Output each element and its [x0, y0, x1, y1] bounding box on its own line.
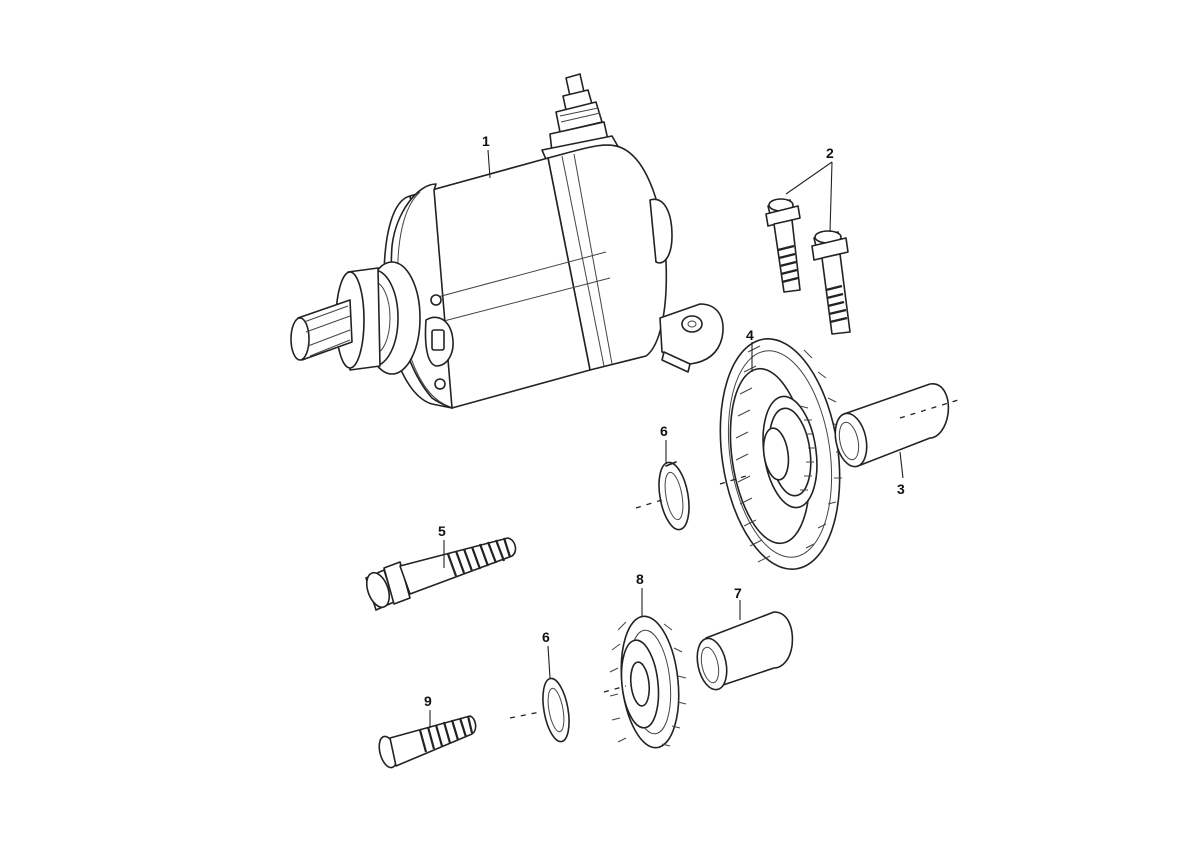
reduction-gear[interactable] — [609, 613, 687, 750]
reduction-gear-teeth — [609, 621, 687, 747]
starter-motor[interactable] — [290, 73, 724, 409]
reduction-shaft-bolt-threads — [418, 715, 474, 753]
mounting-bolt-upper[interactable] — [765, 198, 801, 293]
gear-shaft-bolt-threads — [446, 537, 512, 577]
washer-upper[interactable] — [654, 460, 693, 532]
callout-4: 4 — [746, 327, 754, 343]
callout-labels: 1 2 3 4 5 6 7 8 6 9 — [424, 133, 905, 709]
callout-6-upper: 6 — [660, 423, 668, 439]
callout-7: 7 — [734, 585, 742, 601]
starter-terminal-post — [549, 73, 609, 153]
leader-lines — [429, 149, 904, 728]
lower-bolt-threads — [825, 284, 848, 324]
assembly-center-lines — [509, 399, 959, 719]
callout-6-lower: 6 — [542, 629, 550, 645]
mounting-bolt-lower[interactable] — [811, 230, 851, 335]
upper-bolt-threads — [777, 244, 799, 284]
gear-shaft-bolt[interactable] — [362, 537, 517, 611]
callout-8: 8 — [636, 571, 644, 587]
callout-9: 9 — [424, 693, 432, 709]
idle-gear[interactable] — [706, 331, 853, 577]
callout-2: 2 — [826, 145, 834, 161]
callout-1: 1 — [482, 133, 490, 149]
idle-gear-bushing[interactable] — [831, 383, 950, 470]
callout-3: 3 — [897, 481, 905, 497]
idle-gear-small-spline — [799, 405, 816, 491]
reduction-gear-bushing[interactable] — [693, 611, 794, 692]
reduction-shaft-bolt[interactable] — [376, 715, 477, 770]
washer-lower[interactable] — [539, 676, 574, 743]
callout-5: 5 — [438, 523, 446, 539]
